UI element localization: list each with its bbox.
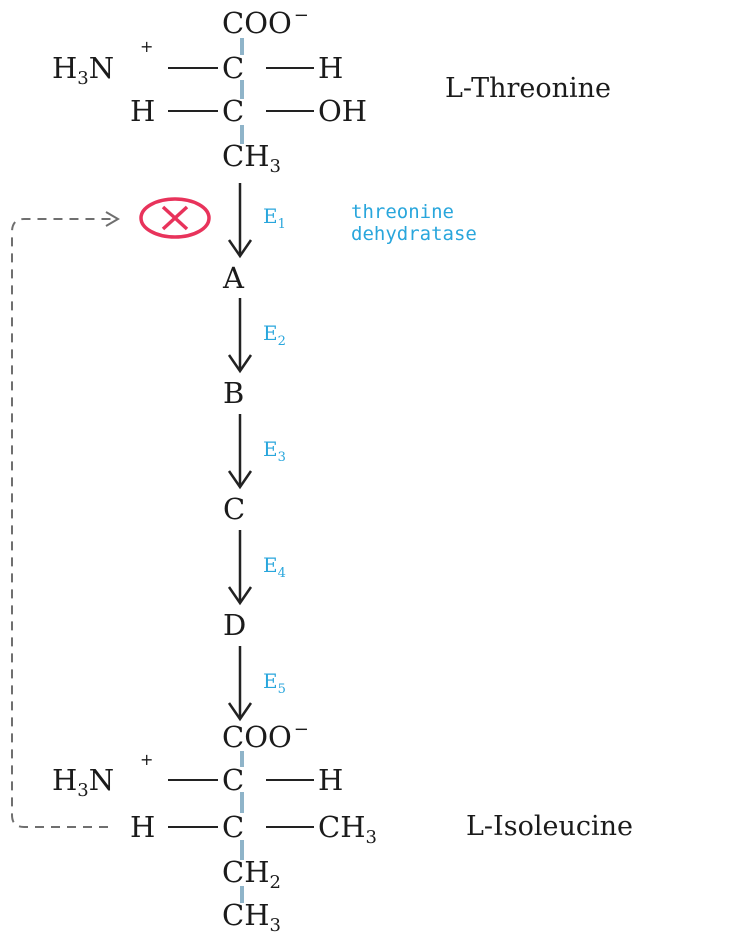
arrow-e1 <box>227 183 253 259</box>
ile-ch2: CH2 <box>222 855 281 893</box>
enzyme-e4: E4 <box>263 553 286 581</box>
thr-ch3: CH3 <box>222 139 281 177</box>
thr-h-right: H <box>318 51 344 85</box>
intermediate-c: C <box>223 492 246 526</box>
thr-coo: COO− <box>222 5 309 40</box>
thr-h-left: H <box>130 94 156 128</box>
thr-c1: C <box>222 51 245 85</box>
enzyme-e2: E2 <box>263 321 286 349</box>
thr-h3n: H3N <box>52 51 115 89</box>
threonine-name: L-Threonine <box>445 73 612 104</box>
ile-h-right: H <box>318 763 344 797</box>
ile-ch3-right: CH3 <box>318 810 377 848</box>
thr-plus-charge: + <box>140 37 154 56</box>
arrow-e2 <box>227 298 253 374</box>
arrow-e4 <box>227 530 253 606</box>
intermediate-a: A <box>223 261 244 295</box>
ile-h-left: H <box>130 810 156 844</box>
ile-c1: C <box>222 763 245 797</box>
ile-ch3: CH3 <box>222 898 281 936</box>
isoleucine-name: L-Isoleucine <box>466 811 633 842</box>
inhibition-circle-x-icon <box>139 197 211 239</box>
intermediate-b: B <box>223 376 245 410</box>
thr-c2: C <box>222 94 245 128</box>
enzyme-e3: E3 <box>263 437 286 465</box>
feedback-arrowhead <box>105 211 120 227</box>
ile-plus-charge: + <box>140 750 154 769</box>
arrow-e5 <box>227 646 253 722</box>
thr-oh: OH <box>318 94 368 128</box>
arrow-e3 <box>227 414 253 490</box>
enzyme-e5: E5 <box>263 669 286 697</box>
feedback-dashed-line <box>11 218 112 828</box>
ile-h3n: H3N <box>52 763 115 801</box>
ile-c2: C <box>222 810 245 844</box>
enzyme-e1: E1 <box>263 204 286 232</box>
intermediate-d: D <box>223 608 247 642</box>
ile-coo: COO− <box>222 719 309 754</box>
